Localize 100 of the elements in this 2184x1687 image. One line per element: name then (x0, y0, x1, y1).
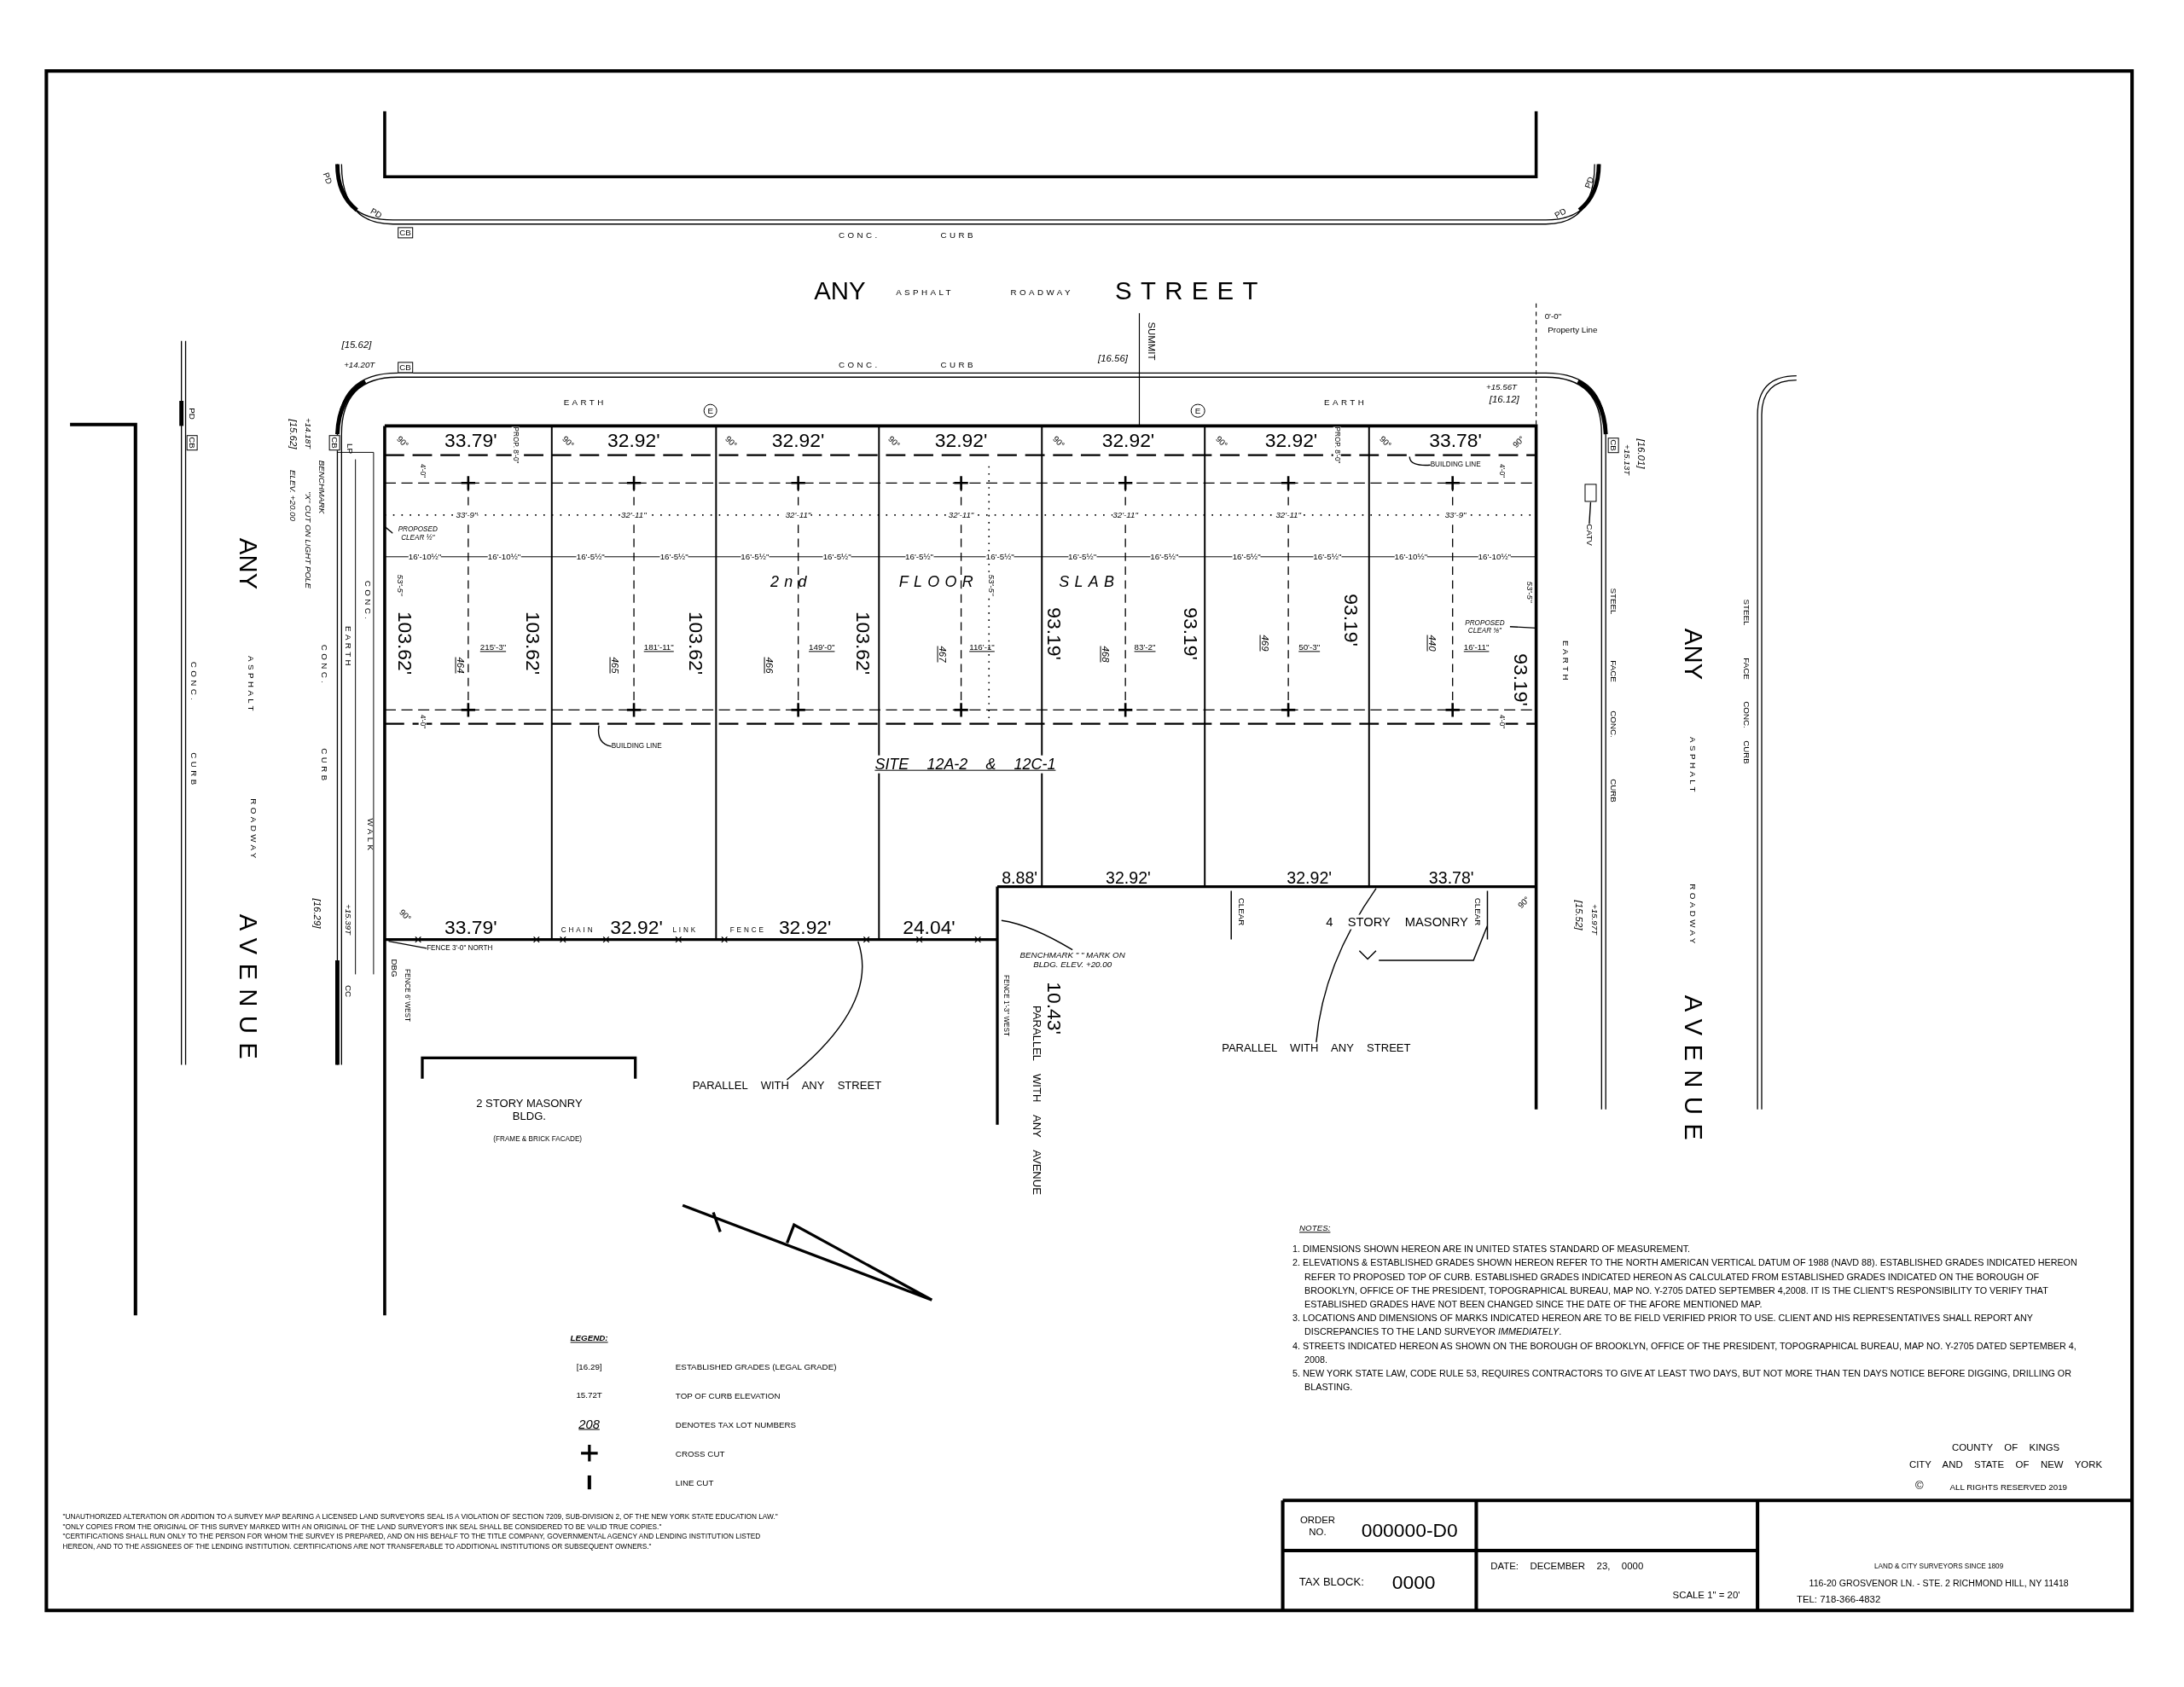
map-label: CB (398, 362, 413, 374)
street-name: STREET (1115, 276, 1267, 306)
grade-elevation: +14.18T (303, 417, 313, 449)
dimension-label: 103.62' (685, 612, 708, 675)
lot-number: 466 (763, 657, 775, 674)
leader-line (1589, 501, 1592, 525)
map-label: CHAIN (561, 925, 595, 935)
map-label: 2nd (770, 573, 812, 591)
disclaimer-text: "ONLY COPIES FROM THE ORIGINAL OF THIS SURVEY MARKED WITH AN ORIGINAL OF THE LAND SURVEYOR'S INK SEAL SHALL BE CONSIDERED TO BE VALID TRUE COPIES." (62, 1522, 663, 1533)
map-label: SITE 12A-2 & 12C-1 (874, 756, 1056, 774)
map-label: FACE (1608, 660, 1618, 682)
dimension-label: 32.92' (934, 428, 988, 452)
dimension-label: 16'-11" (1463, 642, 1490, 652)
street-name: ANY (814, 276, 866, 306)
leader-line (1001, 919, 1073, 951)
street-name: ROADWAY (1687, 883, 1698, 947)
leader-line (1409, 455, 1432, 467)
legend-heading: LEGEND: (570, 1333, 608, 1343)
grade-elevation: [15.62] (287, 419, 299, 449)
dimension-label: 215'-3" (479, 642, 507, 652)
dimension-label: 32.92' (1106, 867, 1151, 887)
map-label: EARTH (563, 397, 607, 408)
dimension-label: 103.62' (393, 612, 417, 675)
dimension-label: 32'-11" (1275, 510, 1301, 520)
map-label: CB (328, 435, 340, 450)
note-text: 4. STREETS INDICATED HEREON AS SHOWN ON THE BOROUGH OF BROOKLYN, OFFICE OF THE PRESIDENT, TOPOGRAPHICAL BUREAU, MAP NO. Y-2705 DATED SEPTEMBER 4, 2008. (1292, 1339, 2077, 1366)
map-label: PD (321, 171, 334, 186)
map-label: CB (398, 227, 413, 239)
map-label: CURB (1741, 739, 1751, 764)
note-text: 5. NEW YORK STATE LAW, CODE RULE 53, REQUIRES CONTRACTORS TO GIVE AT LEAST TWO DAYS, BUT NOT MORE THAN TEN DAYS NOTICE BEFORE DIGGING, DRILLING OR BLASTING. (1292, 1366, 2072, 1394)
dimension-label: 8.88' (1002, 867, 1037, 887)
lot-number: 464 (454, 657, 466, 674)
map-label: CONC. (319, 645, 330, 687)
title-block-text: 0000 (1391, 1570, 1436, 1593)
dimension-label: 181'-11" (643, 642, 674, 652)
street-name: ASPHALT (246, 656, 256, 715)
dimension-label: 32.92' (610, 916, 663, 939)
legend-sample: [16.29] (576, 1362, 602, 1372)
dimension-label: 16'-10½" (408, 552, 442, 562)
map-label: ALL RIGHTS RESERVED 2019 (1949, 1482, 2068, 1493)
map-label: CLEAR (1236, 898, 1246, 926)
map-label: BENCHMARK (317, 461, 327, 514)
dimension-label: 16'-5½" (741, 552, 770, 562)
dimension-label: 4'-0" (418, 714, 427, 728)
lot-number: 467 (936, 646, 948, 663)
map-label: PD (187, 408, 197, 420)
dimension-label: 16'-10½" (487, 552, 521, 562)
map-label: FLOOR (898, 573, 979, 591)
legend-sample: 208 (578, 1417, 600, 1432)
dimension-label: 4'-0" (1497, 714, 1506, 728)
street-name: ROADWAY (248, 798, 258, 861)
legend-label: ESTABLISHED GRADES (LEGAL GRADE) (675, 1362, 837, 1372)
map-label: PD (1583, 175, 1596, 190)
dimension-label: 32.92' (1264, 428, 1318, 452)
grade-elevation: +15.56T (1485, 382, 1518, 392)
note-text: 3. LOCATIONS AND DIMENSIONS OF MARKS INDICATED HEREON ARE TO BE FIELD VERIFIED PRIOR TO USE. CLIENT AND HIS REPRESENTATIVES SHALL REPORT ANY DISCREPANCIES TO THE LAND SURVEYOR IMMEDIATELY. (1292, 1312, 2034, 1339)
dimension-label: 93.19' (1179, 607, 1203, 660)
legend-label: TOP OF CURB ELEVATION (675, 1391, 781, 1401)
dimension-label: PROP. 8'-0" (1333, 427, 1342, 464)
lot-number: 465 (608, 657, 620, 674)
grade-elevation: [16.56] (1098, 353, 1128, 365)
map-label: FENCE 1'-3" WEST (1002, 974, 1010, 1036)
building-line-label: BUILDING LINE (611, 742, 662, 751)
dimension-label: 116'-1" (969, 642, 995, 652)
map-label: STEEL (1741, 599, 1751, 626)
map-label: EARTH (1324, 397, 1368, 408)
grade-elevation: +15.39T (343, 903, 353, 935)
parallel-note: PARALLEL WITH ANY STREET (1222, 1041, 1411, 1055)
map-label: "X" CUT ON LIGHT POLE (303, 491, 313, 589)
map-label: FENCE (729, 925, 766, 935)
angle-label: 90° (1510, 433, 1526, 449)
angle-label: 90° (1050, 433, 1067, 449)
dimension-label: 10.43' (1043, 982, 1066, 1035)
grade-elevation: [15.52] (1572, 900, 1584, 930)
dimension-label: 32'-11" (785, 510, 811, 520)
dimension-label: 4'-0" (418, 463, 427, 478)
map-label: SLAB (1059, 573, 1120, 591)
street-name: AVENUE (233, 914, 263, 1069)
map-label: CB (1607, 438, 1619, 454)
leader-line (383, 525, 394, 534)
dimension-label: 32.92' (1101, 428, 1155, 452)
dimension-label: 93.19' (1509, 652, 1532, 706)
parallel-note: PARALLEL WITH ANY STREET (692, 1079, 882, 1093)
map-label: EARTH (1560, 640, 1571, 683)
dimension-label: 103.62' (522, 612, 545, 675)
dimension-label: 53'-5" (1525, 581, 1535, 603)
disclaimer-text: "UNAUTHORIZED ALTERATION OR ADDITION TO A SURVEY MAP BEARING A LICENSED LAND SURVEYORS SEAL IS A VIOLATION OF SECTION 7209, SUB-DIVISION 2, OF THE NEW YORK STATE EDUCATION LAW." (62, 1512, 779, 1522)
title-block-text: 116-20 GROSVENOR LN. - STE. 2 RICHMOND HILL, NY 11418 (1809, 1578, 2069, 1589)
title-block-text: ORDER NO. (1299, 1515, 1336, 1538)
grade-elevation: [16.12] (1489, 394, 1519, 406)
map-label: CONC. (189, 661, 199, 704)
street-name: ANY (1679, 629, 1709, 681)
map-label: PARALLEL WITH ANY AVENUE (1030, 1005, 1043, 1195)
angle-label: 90° (886, 433, 903, 449)
catv-box (1584, 484, 1596, 502)
title-block-text: 000000-D0 (1361, 1519, 1458, 1542)
dimension-label: 149'-0" (809, 642, 835, 652)
lot-number: 469 (1259, 635, 1270, 652)
angle-label: 90° (1515, 894, 1532, 911)
dimension-label: 33.78' (1429, 428, 1482, 452)
